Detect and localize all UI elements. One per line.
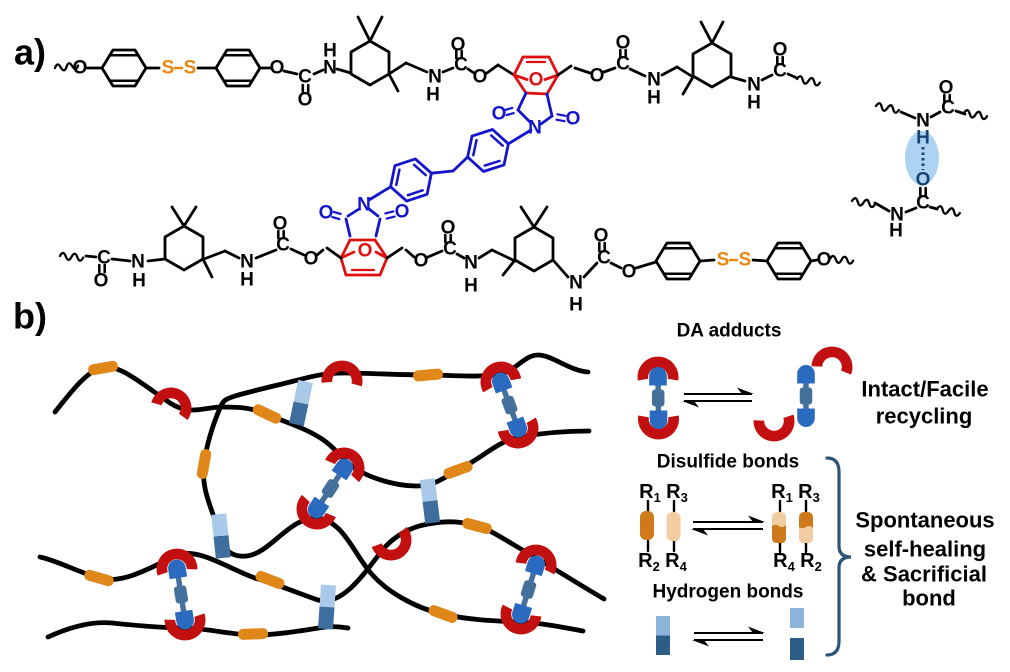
svg-text:Spontaneous: Spontaneous: [855, 508, 994, 533]
svg-text:O: O: [939, 78, 954, 99]
svg-text:O: O: [590, 66, 605, 87]
svg-text:S: S: [184, 58, 197, 79]
svg-text:N: N: [890, 205, 904, 226]
svg-text:O: O: [451, 35, 466, 56]
svg-text:C: C: [298, 67, 312, 88]
svg-text:O: O: [270, 58, 285, 79]
svg-text:C: C: [916, 193, 930, 214]
svg-text:O: O: [304, 249, 319, 270]
svg-text:N: N: [131, 252, 145, 273]
svg-text:O: O: [358, 241, 373, 262]
svg-text:Disulfide bonds: Disulfide bonds: [657, 452, 800, 473]
svg-text:O: O: [773, 40, 788, 61]
svg-text:S: S: [739, 250, 752, 271]
svg-text:a): a): [14, 32, 46, 73]
svg-text:C: C: [97, 248, 111, 269]
svg-text:O: O: [319, 203, 334, 224]
svg-text:O: O: [622, 262, 637, 283]
svg-text:C: C: [941, 98, 955, 119]
svg-text:bond: bond: [902, 586, 956, 611]
svg-text:N: N: [747, 75, 761, 96]
svg-text:H: H: [240, 270, 254, 291]
svg-text:recycling: recycling: [876, 404, 973, 429]
svg-text:Intact/Facile: Intact/Facile: [861, 377, 988, 402]
svg-text:N: N: [569, 273, 583, 294]
svg-text:O: O: [414, 251, 429, 272]
svg-text:H: H: [747, 93, 761, 114]
svg-text:H: H: [132, 271, 146, 292]
svg-text:O: O: [273, 214, 288, 235]
svg-text:O: O: [566, 109, 581, 130]
svg-text:N: N: [916, 111, 930, 132]
svg-text:DA adducts: DA adducts: [677, 321, 782, 342]
svg-text:O: O: [473, 67, 488, 88]
svg-text:H: H: [916, 128, 930, 149]
svg-text:C: C: [597, 248, 611, 269]
svg-text:H: H: [464, 276, 478, 297]
svg-text:N: N: [464, 253, 478, 274]
svg-text:O: O: [395, 202, 410, 223]
svg-text:self-healing: self-healing: [864, 537, 986, 562]
svg-text:O: O: [916, 170, 931, 191]
svg-text:N: N: [428, 67, 442, 88]
svg-text:& Sacrificial: & Sacrificial: [861, 562, 987, 587]
svg-text:S: S: [162, 58, 175, 79]
svg-text:S: S: [717, 250, 730, 271]
svg-text:H: H: [889, 221, 903, 242]
svg-text:C: C: [443, 239, 457, 260]
svg-text:H: H: [426, 85, 440, 106]
svg-text:N: N: [240, 252, 254, 273]
svg-text:C: C: [616, 54, 630, 75]
svg-text:C: C: [773, 61, 787, 82]
svg-text:O: O: [529, 70, 544, 91]
svg-text:N: N: [323, 58, 337, 79]
svg-text:O: O: [94, 271, 109, 292]
svg-text:Hydrogen bonds: Hydrogen bonds: [653, 582, 804, 603]
svg-text:H: H: [323, 41, 337, 62]
svg-text:C: C: [276, 235, 290, 256]
svg-text:O: O: [594, 226, 609, 247]
svg-text:O: O: [73, 58, 88, 79]
svg-text:O: O: [298, 90, 313, 111]
svg-text:H: H: [647, 88, 661, 109]
svg-text:C: C: [454, 55, 468, 76]
svg-text:O: O: [616, 33, 631, 54]
svg-text:H: H: [569, 295, 583, 316]
svg-text:b): b): [13, 296, 47, 337]
svg-text:N: N: [647, 70, 661, 91]
svg-text:N: N: [528, 118, 542, 139]
svg-text:O: O: [492, 104, 507, 125]
svg-text:N: N: [357, 195, 371, 216]
svg-text:O: O: [817, 250, 832, 271]
svg-text:O: O: [441, 218, 456, 239]
